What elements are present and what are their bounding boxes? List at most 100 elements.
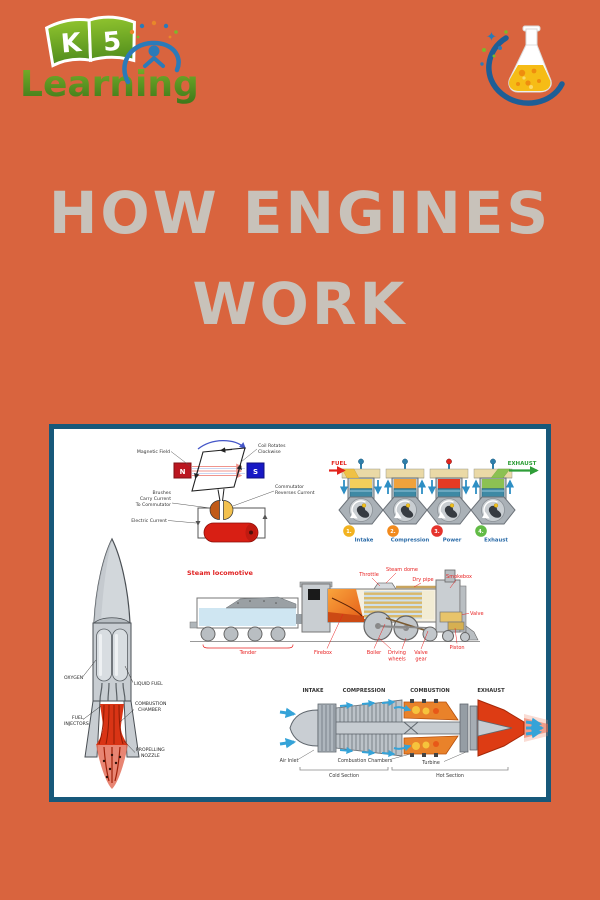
chamber-2 [394, 479, 416, 489]
stroke-1-label: Intake [355, 538, 374, 544]
jet-engine-diagram: INTAKE COMPRESSION COMBUSTION EXHAUST [279, 688, 548, 779]
sparkle-icons: ✦ [480, 30, 508, 66]
electric-motor-diagram: N S [131, 439, 315, 543]
exhaust-port [490, 468, 511, 479]
north-magnet [173, 462, 192, 479]
turbine-label: Turbine [421, 760, 440, 766]
stroke-4-number: 4. [478, 529, 483, 535]
locomotive-labels: Throttle Steam dome Dry pipe Smokebox Va… [202, 567, 484, 663]
fuel-injectors-label-2: INJECTORS [64, 721, 89, 727]
valve-box [439, 611, 463, 623]
stroke-direction-arrows [339, 479, 515, 495]
coil-rotates-label-2: Clockwise [258, 449, 281, 455]
tender-label: Tender [239, 650, 258, 656]
poster-title-line1: HOW ENGINES [48, 179, 552, 247]
science-flask-logo: ✦ [476, 20, 574, 114]
jet-part-labels: Air Inlet Combustion Chambers Turbine Co… [280, 749, 509, 779]
propelling-nozzle-label-2: NOZZLE [141, 753, 160, 759]
piston-box [447, 621, 465, 631]
propelling-nozzle-label-1: PROPELLING [136, 747, 165, 753]
poster-title-line2: WORK [192, 270, 408, 338]
valve-2 [402, 458, 408, 465]
brushes-label-1: Brushes [153, 490, 172, 496]
commutator-label-1: Commutator [275, 484, 304, 490]
piston-label: Piston [449, 645, 464, 651]
oxygen-label: OXYGEN [64, 675, 83, 681]
stroke-1-number: 1. [346, 529, 351, 535]
cold-section-label: Cold Section [329, 773, 359, 779]
liquid-fuel-label: LIQUID FUEL [134, 681, 163, 687]
exhaust-cone [477, 719, 513, 737]
coil [191, 447, 246, 502]
flask-icon [508, 25, 552, 93]
combustion-chamber-label-2: CHAMBER [138, 707, 162, 713]
smokebox-assembly [435, 569, 479, 641]
chamber-4 [482, 479, 504, 489]
motor-labels: Magnetic Field Coil Rotates Clockwise Br… [131, 443, 315, 524]
k5-swoosh-person-icon [122, 20, 181, 85]
chamber-3 [438, 479, 460, 489]
wheels-and-gear [363, 611, 470, 642]
valve-label: Valve [470, 611, 484, 617]
exhaust-label: EXHAUST [508, 461, 537, 467]
fan-section [317, 703, 337, 753]
steam-locomotive-diagram: Steam locomotive [187, 567, 484, 663]
engines-diagram-panel: N S [49, 424, 551, 802]
air-inlet-label: Air Inlet [280, 758, 299, 764]
fuel-tanks [96, 628, 128, 682]
jet-compression-label: COMPRESSION [343, 688, 386, 694]
shaft [335, 721, 467, 735]
driving-wheels-label-2: wheels [388, 657, 406, 663]
boiler-label: Boiler [367, 650, 382, 656]
valve-1 [358, 458, 364, 465]
commutator [209, 500, 234, 520]
throttle-label: Throttle [358, 572, 379, 578]
science-flask-logo-art: ✦ [480, 25, 565, 106]
field-lines [192, 463, 245, 479]
rocket-engine-diagram: OXYGEN LIQUID FUEL FUEL INJECTORS COMBUS… [64, 537, 166, 789]
battery [203, 522, 259, 543]
jet-intake-label: INTAKE [303, 688, 324, 694]
north-magnet-label: N [180, 468, 186, 476]
rocket-labels: OXYGEN LIQUID FUEL FUEL INJECTORS COMBUS… [64, 659, 166, 759]
hot-section-label: Hot Section [436, 773, 464, 779]
combustion-chambers-label: Combustion Chambers [338, 758, 393, 764]
rotation-arrow-icon [197, 439, 246, 450]
flask-swoosh-icon [486, 35, 565, 106]
valve-gear-label-1: Valve [414, 650, 428, 656]
k5-book-icon: K 5 [44, 15, 136, 68]
combustion-chamber-top [403, 699, 459, 721]
dry-pipe-label: Dry pipe [412, 577, 433, 583]
brushes-label-2: Carry Current [140, 496, 171, 502]
airflow-arrows [279, 698, 545, 758]
nozzle-skirt-left [84, 700, 101, 758]
south-magnet [246, 462, 265, 479]
k5-logo-5: 5 [102, 27, 123, 58]
steam-dome [373, 582, 397, 590]
four-stroke-cycle-diagram: FUEL EXHAUST 1. Intake 2. Compression 3.… [329, 443, 539, 544]
nose-cone [289, 709, 319, 747]
steam-dome-label: Steam dome [386, 567, 418, 573]
stroke-3-number: 3. [434, 529, 439, 535]
brushes-label-3: To Commutator [135, 502, 171, 508]
jet-section-labels: INTAKE COMPRESSION COMBUSTION EXHAUST [303, 688, 506, 694]
combustion-chamber-flame [96, 704, 128, 745]
injector-pipes [99, 682, 126, 702]
k5-learning-logo: K 5 Learning [14, 10, 214, 105]
k5-learning-wordmark: Learning [20, 64, 199, 105]
valve-4 [490, 458, 496, 465]
electric-current-label: Electric Current [131, 518, 167, 524]
smokebox-label: Smokebox [446, 574, 472, 580]
tender-car [189, 596, 299, 642]
valve-gear-label-2: gear [415, 657, 427, 663]
combustion-chamber-bottom [403, 735, 459, 757]
jet-combustion-label: COMBUSTION [410, 688, 450, 694]
stroke-3-label: Power [443, 538, 462, 544]
exhaust-flame [96, 745, 128, 789]
commutator-label-2: Reverses Current [275, 490, 315, 496]
k5-logo-k: K [60, 28, 84, 60]
fuel-label: FUEL [331, 461, 347, 467]
firebox-label: Firebox [314, 650, 332, 656]
stroke-4-label: Exhaust [484, 538, 508, 544]
